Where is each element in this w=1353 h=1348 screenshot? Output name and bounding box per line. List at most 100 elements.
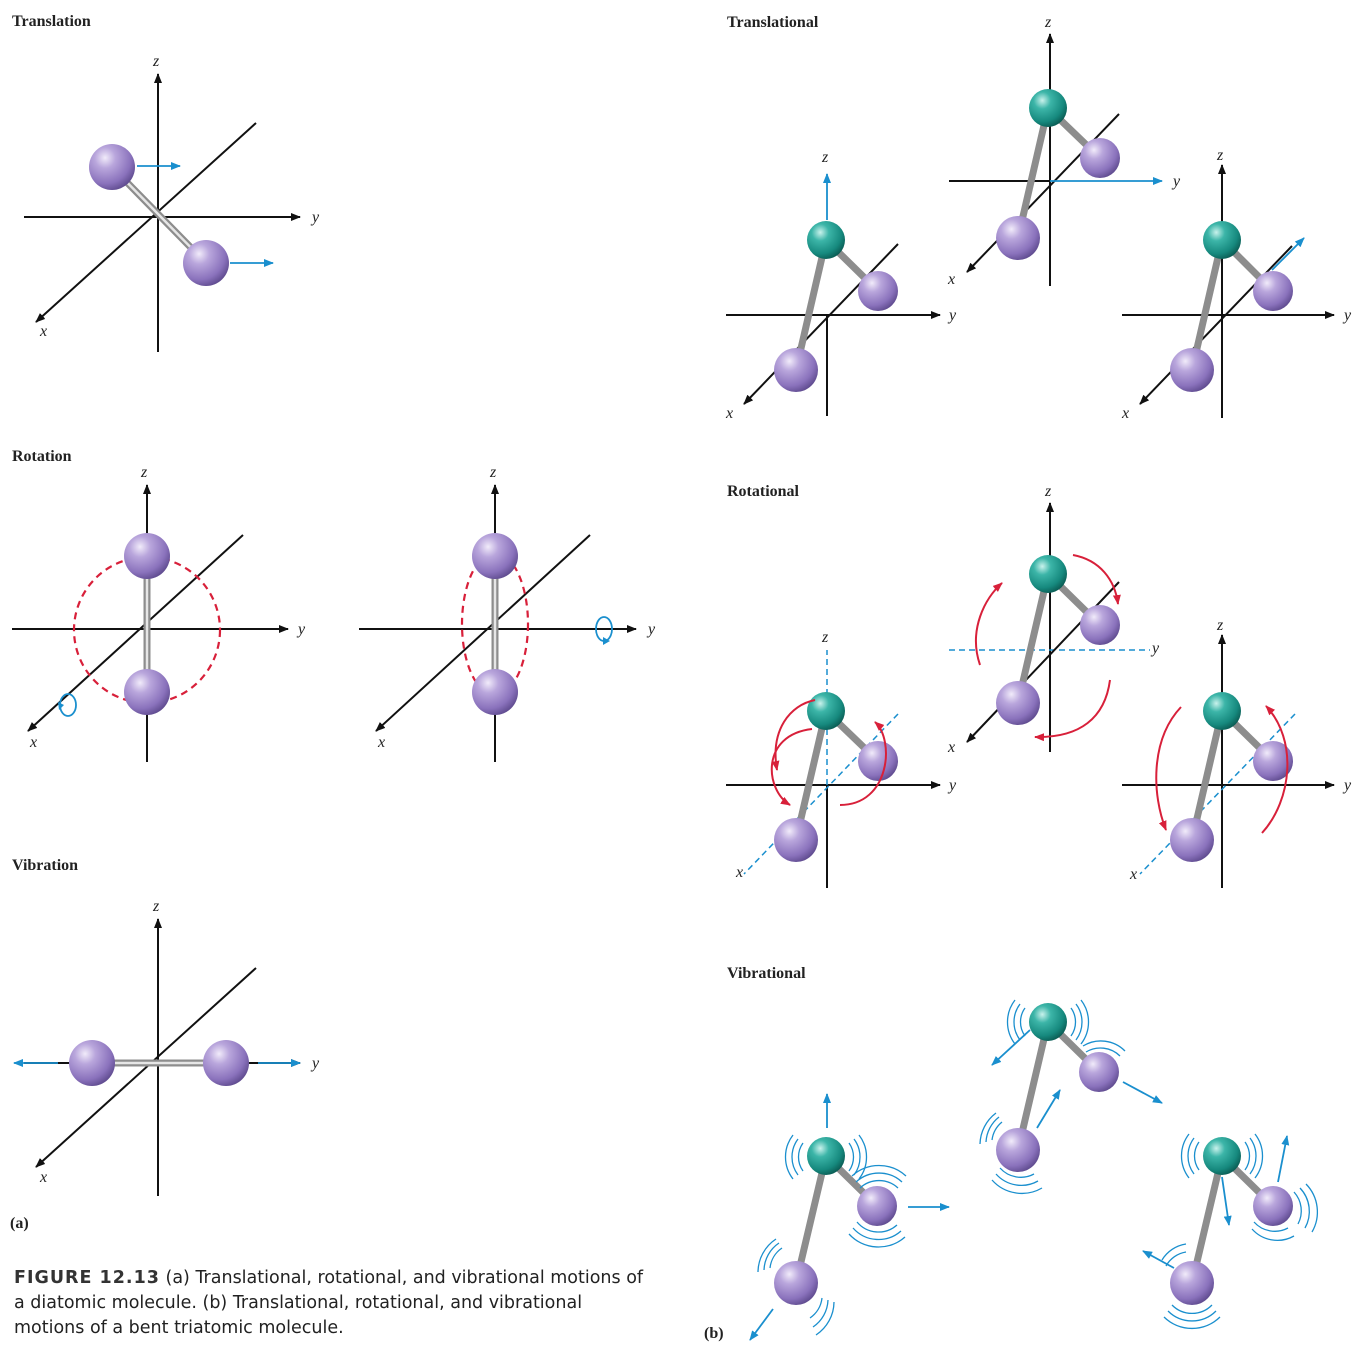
central-atom — [1029, 89, 1067, 127]
rotation-arrow — [771, 699, 816, 771]
x-axis-label: x — [377, 734, 385, 751]
figure-caption: FIGURE 12.13 (a) Translational, rotation… — [14, 1266, 654, 1341]
atom — [124, 533, 170, 579]
rotation-arrow — [1261, 705, 1289, 834]
rotation-arrow — [839, 721, 887, 806]
rotation-axis — [743, 713, 899, 875]
triatomic-vibration-mode-2 — [979, 999, 1163, 1195]
atom — [1170, 1261, 1214, 1305]
x-axis-label: x — [39, 323, 47, 340]
diatomic-translation-diagram: y z x — [24, 53, 320, 352]
z-axis-label: z — [1044, 14, 1052, 31]
triatomic-translation-x-diagram: y z x — [1121, 147, 1352, 422]
x-axis — [35, 967, 257, 1168]
bond — [792, 239, 830, 371]
vibration-marks — [979, 999, 1126, 1195]
x-axis-label: x — [725, 405, 733, 422]
motion-arrow — [1271, 237, 1305, 271]
x-axis-label: x — [29, 734, 37, 751]
figure-number: FIGURE 12.13 — [14, 1268, 160, 1288]
section-title-vibrational: Vibrational — [727, 965, 806, 982]
rotation-arrow — [1034, 679, 1111, 742]
x-axis — [743, 243, 899, 405]
atom — [183, 240, 229, 286]
atom — [203, 1040, 249, 1086]
atom — [89, 144, 135, 190]
triatomic-rotation-y-diagram: z y x — [947, 483, 1160, 756]
atom — [858, 271, 898, 311]
atom — [1253, 741, 1293, 781]
rotation-axis — [1139, 713, 1296, 875]
y-axis-label: y — [1171, 173, 1181, 190]
x-axis-label: x — [735, 864, 743, 881]
z-axis-label: z — [1044, 483, 1052, 500]
y-axis-label: y — [1342, 307, 1352, 324]
atom — [1253, 1186, 1293, 1226]
atom — [1079, 1052, 1119, 1092]
x-axis-label: x — [947, 739, 955, 756]
motion-arrow — [1142, 1250, 1175, 1269]
z-axis-label: z — [152, 898, 160, 915]
central-atom — [1029, 1003, 1067, 1041]
atom — [1080, 605, 1120, 645]
atom — [1170, 818, 1214, 862]
y-axis-label: y — [1150, 640, 1160, 657]
rotation-arrow — [1072, 554, 1121, 605]
triatomic-vibration-mode-1 — [749, 1093, 950, 1341]
triatomic-translation-z-diagram: y z x — [725, 149, 957, 422]
y-axis-label: y — [947, 307, 957, 324]
atom — [996, 216, 1040, 260]
central-atom — [1203, 692, 1241, 730]
atom — [472, 533, 518, 579]
atom — [996, 1128, 1040, 1172]
atom — [774, 818, 818, 862]
y-axis-label: y — [296, 621, 306, 638]
central-atom — [807, 692, 845, 730]
triatomic-translation-y-diagram: z y x — [947, 14, 1181, 288]
bond — [1014, 573, 1052, 704]
atom — [857, 1186, 897, 1226]
atom — [996, 681, 1040, 725]
atom — [69, 1040, 115, 1086]
triatomic-rotation-x-diagram: y z x — [1122, 617, 1352, 888]
panel-a-label: (a) — [10, 1215, 29, 1232]
motion-arrow — [1122, 1081, 1163, 1104]
z-axis-label: z — [1216, 147, 1224, 164]
central-atom — [1203, 1137, 1241, 1175]
y-axis-label: y — [646, 621, 656, 638]
central-atom — [1203, 221, 1241, 259]
diatomic-vibration-diagram: y z x — [13, 898, 320, 1196]
bond — [1188, 710, 1226, 841]
y-axis-label: y — [1342, 777, 1352, 794]
x-axis-label: x — [947, 271, 955, 288]
vibration-marks — [757, 1134, 907, 1336]
section-title-translational: Translational — [727, 14, 819, 31]
diatomic-rotation-about-y-diagram: y z x — [359, 464, 656, 762]
z-axis-label: z — [821, 149, 829, 166]
atom — [1080, 138, 1120, 178]
central-atom — [1029, 555, 1067, 593]
x-axis — [375, 534, 591, 732]
atom — [774, 1261, 818, 1305]
z-axis-label: z — [140, 464, 148, 481]
caption-text: (a) Translational, rotational, and vibra… — [14, 1268, 644, 1338]
central-atom — [807, 221, 845, 259]
atom — [1170, 348, 1214, 392]
atom — [774, 348, 818, 392]
motion-arrow — [749, 1308, 774, 1341]
central-atom — [807, 1137, 845, 1175]
section-title-translation: Translation — [12, 13, 91, 30]
atom — [858, 741, 898, 781]
x-axis — [27, 534, 244, 732]
x-axis-label: x — [39, 1169, 47, 1186]
x-axis — [35, 122, 257, 323]
x-axis-label: x — [1129, 866, 1137, 883]
bond — [792, 710, 830, 841]
motion-arrow — [1221, 1176, 1232, 1226]
bond — [1188, 239, 1226, 371]
y-axis-label: y — [310, 1055, 320, 1072]
z-axis-label: z — [152, 53, 160, 70]
panel-b-label: (b) — [704, 1325, 724, 1342]
y-axis-label: y — [947, 777, 957, 794]
